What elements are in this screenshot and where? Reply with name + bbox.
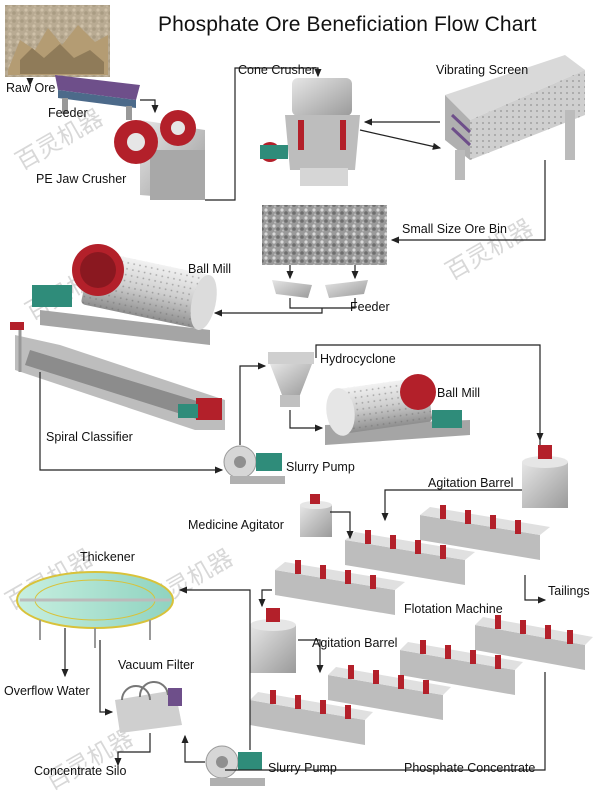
ball-mill-1-machine (32, 244, 217, 345)
vibrating-screen-machine (445, 55, 585, 180)
label-slurry-pump-2: Slurry Pump (268, 761, 337, 775)
jaw-crusher-machine (114, 110, 205, 200)
thickener-machine (16, 571, 174, 648)
hydrocyclone-machine (268, 352, 314, 407)
label-agitation-barrel-2: Agitation Barrel (312, 636, 398, 650)
raw-ore-image (5, 5, 110, 77)
label-phosphate-concentrate: Phosphate Concentrate (404, 761, 536, 775)
agitation-barrel-1-machine (522, 445, 568, 508)
label-agitation-barrel-1: Agitation Barrel (428, 476, 514, 490)
cone-crusher-machine (260, 78, 360, 186)
agitation-barrel-2-machine (250, 608, 296, 673)
label-vacuum-filter: Vacuum Filter (118, 658, 195, 672)
label-medicine-agitator: Medicine Agitator (188, 518, 284, 532)
label-vibrating-screen: Vibrating Screen (436, 63, 529, 77)
label-feeder-2: Feeder (350, 300, 390, 314)
label-overflow-water: Overflow Water (4, 684, 90, 698)
label-cone-crusher: Cone Crusher (238, 63, 316, 77)
ball-mill-2-machine (325, 374, 470, 445)
label-flotation-machine: Flotation Machine (404, 602, 503, 616)
label-jaw-crusher: PE Jaw Crusher (36, 172, 127, 186)
ore-bin-image (262, 205, 387, 265)
label-spiral-classifier: Spiral Classifier (46, 430, 133, 444)
label-ore-bin: Small Size Ore Bin (402, 222, 507, 236)
medicine-agitator-machine (300, 494, 332, 537)
label-ball-mill-1: Ball Mill (188, 262, 232, 276)
label-thickener: Thickener (80, 550, 135, 564)
slurry-pump-2-machine (205, 745, 265, 786)
feeder-2-machine (272, 280, 368, 298)
label-slurry-pump-1: Slurry Pump (286, 460, 355, 474)
page-title: Phosphate Ore Beneficiation Flow Chart (158, 13, 537, 36)
label-ball-mill-2: Ball Mill (437, 386, 481, 400)
label-raw-ore: Raw Ore (6, 81, 56, 95)
spiral-classifier-machine (10, 322, 225, 430)
flotation-machines (250, 505, 593, 745)
label-feeder-1: Feeder (48, 106, 88, 120)
flow-lines (26, 67, 547, 771)
vacuum-filter-machine (115, 680, 182, 733)
slurry-pump-1-machine (223, 445, 285, 484)
label-hydrocyclone: Hydrocyclone (320, 352, 396, 366)
label-concentrate-silo: Concentrate Silo (34, 764, 127, 778)
feeder-1-machine (55, 75, 140, 120)
label-tailings: Tailings (548, 584, 590, 598)
